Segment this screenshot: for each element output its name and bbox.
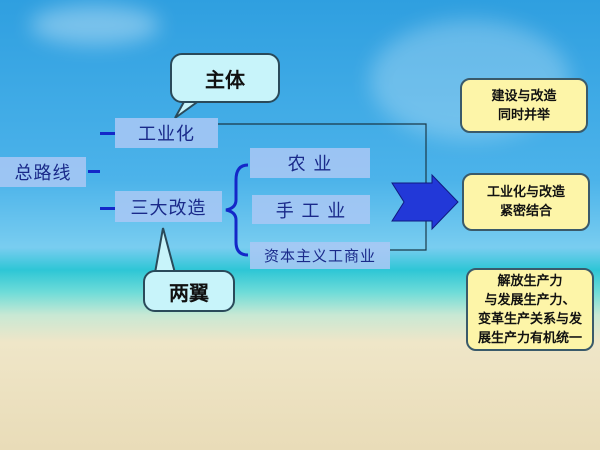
handicraft-node: 手 工 业 bbox=[252, 195, 370, 224]
cloud bbox=[30, 5, 160, 45]
callout-two-wings: 两翼 bbox=[143, 270, 235, 312]
conclusion-line: 同时并举 bbox=[497, 107, 550, 123]
conclusion-line: 与发展生产力、 bbox=[484, 292, 576, 308]
agriculture-node: 农 业 bbox=[250, 148, 370, 178]
conclusion-box: 解放生产力 与发展生产力、 变革生产关系与发 展生产力有机统一 bbox=[466, 268, 594, 351]
dash bbox=[88, 170, 100, 173]
conclusion-line: 建设与改造 bbox=[491, 88, 557, 104]
conclusion-line: 工业化与改造 bbox=[486, 185, 565, 200]
conclusion-line: 解放生产力 bbox=[497, 273, 563, 289]
callout-main-body: 主体 bbox=[170, 53, 280, 103]
three-transformations-node: 三大改造 bbox=[115, 191, 222, 222]
conclusion-line: 展生产力有机统一 bbox=[477, 330, 582, 346]
conclusion-line: 紧密结合 bbox=[499, 204, 552, 219]
dash bbox=[100, 132, 115, 135]
conclusion-box: 工业化与改造 紧密结合 bbox=[462, 173, 590, 231]
callout-tail bbox=[153, 227, 177, 274]
conclusion-box: 建设与改造 同时并举 bbox=[460, 78, 588, 133]
industrialization-node: 工业化 bbox=[115, 118, 218, 148]
root-node: 总路线 bbox=[0, 157, 86, 187]
conclusion-line: 变革生产关系与发 bbox=[477, 311, 582, 327]
capitalist-commerce-node: 资本主义工商业 bbox=[250, 242, 390, 269]
brace bbox=[225, 163, 249, 257]
arrow-icon bbox=[391, 173, 459, 231]
dash bbox=[100, 207, 115, 210]
